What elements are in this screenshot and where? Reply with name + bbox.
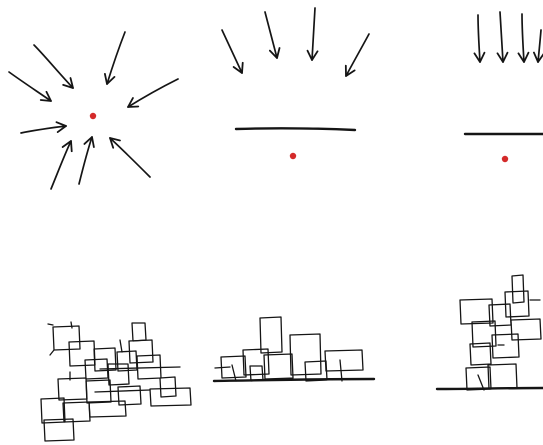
arrow	[473, 14, 486, 63]
box	[263, 353, 294, 380]
box	[43, 418, 75, 442]
panel-scattered-boxes	[40, 321, 192, 442]
focus-dot	[89, 112, 97, 120]
ground-line	[435, 386, 543, 391]
arrow	[33, 44, 74, 89]
arrow	[496, 11, 509, 63]
box	[504, 290, 530, 318]
arrow	[104, 31, 126, 85]
focus-dot	[501, 155, 509, 163]
box	[471, 320, 497, 348]
box	[117, 385, 142, 406]
arrow	[221, 29, 244, 74]
box	[459, 298, 494, 325]
box	[220, 355, 247, 379]
arrow	[344, 33, 370, 77]
arrow	[50, 140, 73, 190]
focus-dot	[289, 152, 297, 160]
box	[324, 349, 364, 372]
arrow	[127, 78, 179, 108]
box	[131, 322, 147, 342]
box	[469, 342, 492, 366]
arrow	[517, 13, 530, 63]
box	[259, 316, 283, 354]
ground-line	[212, 377, 376, 383]
box	[52, 325, 81, 351]
box	[487, 363, 518, 390]
box	[214, 359, 343, 382]
box	[304, 360, 328, 382]
arrow	[264, 11, 281, 59]
arrow	[78, 136, 95, 185]
panel-parallel-arrows	[463, 11, 543, 163]
panel-stacked-low	[212, 316, 376, 383]
arrow	[20, 121, 67, 134]
box	[242, 348, 270, 376]
panel-arrows-onto-barrier	[221, 7, 370, 160]
box	[47, 321, 73, 356]
box	[149, 387, 192, 407]
box	[93, 347, 117, 372]
box	[249, 365, 264, 382]
box	[510, 318, 542, 341]
box	[477, 299, 541, 391]
box	[62, 401, 91, 423]
panel-converging-arrows	[8, 31, 179, 190]
box	[68, 340, 96, 367]
panel-stacked-tall	[435, 274, 543, 391]
box	[491, 333, 520, 359]
barrier-line	[234, 127, 357, 132]
box	[289, 333, 322, 376]
box	[88, 400, 127, 418]
box	[159, 376, 177, 398]
arrow	[306, 7, 319, 61]
box	[107, 363, 130, 386]
box	[465, 366, 492, 391]
arrow	[8, 71, 52, 102]
box	[84, 358, 109, 380]
box	[511, 274, 525, 304]
box	[69, 339, 181, 393]
arrow	[109, 137, 151, 178]
arrow	[533, 29, 543, 63]
box	[57, 377, 88, 401]
box	[128, 339, 154, 364]
